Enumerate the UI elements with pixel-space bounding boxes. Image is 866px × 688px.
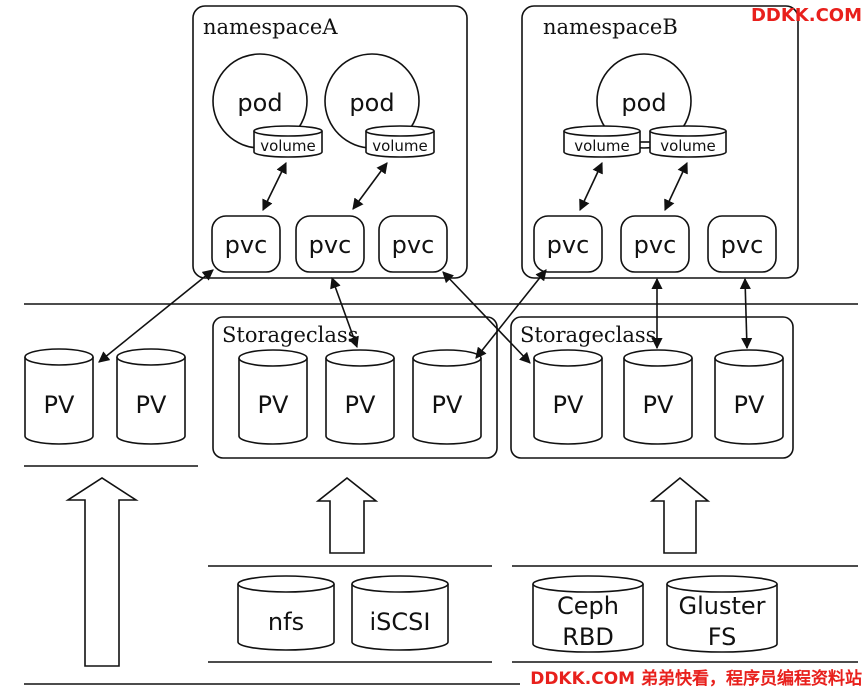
volume-b1-label: volume	[574, 137, 630, 155]
backend-iscsi: iSCSI	[351, 575, 449, 651]
arrow-volume-b2-pvc-b2	[664, 161, 688, 212]
volume-b2: volume	[649, 125, 727, 158]
pv-sc-a-1: PV	[238, 349, 308, 445]
pv-sc-a-2: PV	[325, 349, 395, 445]
arrow-volume-a2-pvc-a2	[352, 162, 388, 210]
backend-ceph-rbd: Ceph RBD	[532, 575, 644, 653]
pvc-a2-label: pvc	[309, 231, 352, 259]
pv-sc-b-1-label: PV	[553, 391, 584, 419]
pv-sc-a-3-label: PV	[432, 391, 463, 419]
up-arrow-storageclass-b	[649, 476, 711, 554]
arrow-volume-b1-pvc-b1	[579, 161, 603, 212]
pv-sc-a-3: PV	[412, 349, 482, 445]
pod-a1-label: pod	[237, 89, 282, 117]
pv-sc-b-3: PV	[714, 349, 784, 445]
arrow-pvc-b3-pv-sc-b	[739, 277, 753, 350]
big-up-arrow-left	[65, 477, 139, 667]
pod-a2-label: pod	[349, 89, 394, 117]
backend-nfs-label: nfs	[268, 608, 304, 636]
watermark-top: DDKK.COM	[751, 5, 862, 26]
pod-b1-label: pod	[621, 89, 666, 117]
pvc-a3: pvc	[378, 215, 448, 273]
backend-gluster-fs: Gluster FS	[666, 575, 778, 653]
pv-static-1-label: PV	[44, 391, 75, 419]
backend-gluster-line2: FS	[708, 623, 737, 651]
arrow-pvc-a1-pv-static	[98, 269, 214, 363]
backend-iscsi-label: iSCSI	[370, 608, 431, 636]
pvc-b1: pvc	[533, 215, 603, 273]
pv-sc-b-3-label: PV	[734, 391, 765, 419]
pvc-a3-label: pvc	[392, 231, 435, 259]
backend-gluster-line1: Gluster	[678, 592, 765, 620]
volume-b1: volume	[563, 125, 641, 158]
volume-b2-label: volume	[660, 137, 716, 155]
storageclass-a-title: Storageclass	[222, 323, 358, 347]
volume-a2-label: volume	[372, 137, 428, 155]
pvc-b3: pvc	[707, 215, 777, 273]
pv-static-1: PV	[24, 348, 94, 445]
pvc-b1-label: pvc	[547, 231, 590, 259]
pv-sc-b-2: PV	[623, 349, 693, 445]
backend-ceph-line1: Ceph	[557, 592, 619, 620]
storageclass-b-title: Storageclass	[520, 323, 656, 347]
pv-sc-b-1: PV	[533, 349, 603, 445]
volume-a2: volume	[365, 125, 435, 158]
pvc-b2-label: pvc	[634, 231, 677, 259]
backend-ceph-line2: RBD	[562, 623, 614, 651]
namespace-a: namespaceA pod pod volume volume pvc	[192, 5, 468, 279]
pvc-b3-label: pvc	[721, 231, 764, 259]
namespace-b-title: namespaceB	[543, 15, 678, 39]
arrow-pvc-a2-pv-sc-a	[330, 276, 359, 349]
pv-static-2: PV	[116, 348, 186, 445]
backend-nfs: nfs	[237, 575, 335, 651]
pvc-a1-label: pvc	[225, 231, 268, 259]
pvc-b2: pvc	[620, 215, 690, 273]
pod-b1-circle	[596, 53, 692, 149]
pvc-a2: pvc	[295, 215, 365, 273]
watermark-bottom: DDKK.COM 弟弟快看，程序员编程资料站	[530, 668, 862, 688]
volume-a1-label: volume	[260, 137, 316, 155]
pv-sc-a-1-label: PV	[258, 391, 289, 419]
pv-sc-b-2-label: PV	[643, 391, 674, 419]
namespace-b: namespaceB pod volume volume pvc pvc pvc	[521, 5, 799, 279]
arrow-volume-a1-pvc-a1	[262, 161, 287, 212]
up-arrow-storageclass-a	[315, 476, 379, 554]
volume-a1: volume	[253, 125, 323, 158]
binding-arrows	[98, 161, 753, 364]
pv-static-2-label: PV	[136, 391, 167, 419]
pv-sc-a-2-label: PV	[345, 391, 376, 419]
namespace-a-title: namespaceA	[203, 15, 338, 39]
pod-b1: pod	[596, 53, 692, 149]
pod-a2: pod	[324, 53, 420, 149]
arrow-pvc-b1-pv-sc-a	[475, 269, 547, 359]
pvc-a1: pvc	[211, 215, 281, 273]
